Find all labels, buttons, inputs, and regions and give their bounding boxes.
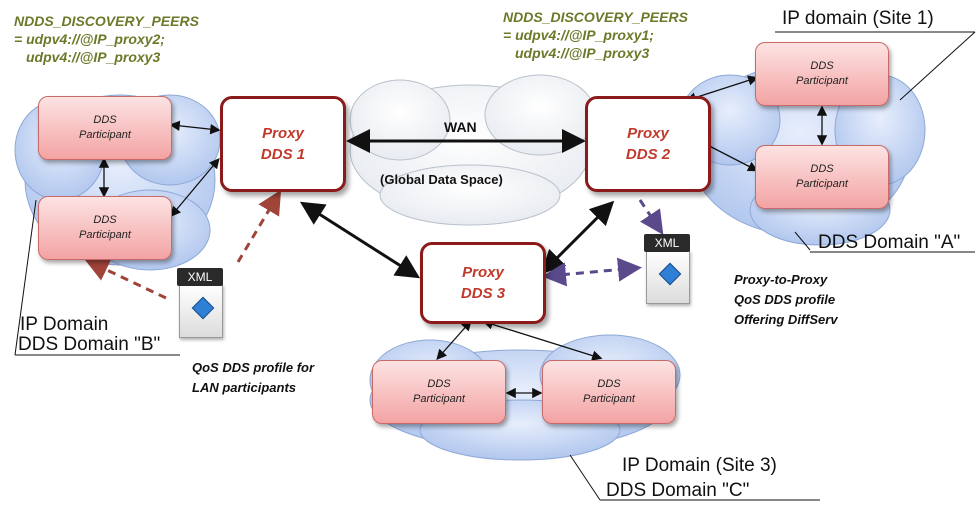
site2-ip-label: IP Domain xyxy=(20,314,109,335)
qos-lan-line1: QoS DDS profile for xyxy=(192,360,315,375)
participant-label: Participant xyxy=(413,393,465,405)
participant-b2: DDS Participant xyxy=(38,196,172,260)
arrow-xml-lan-participant xyxy=(84,258,167,300)
env-left-line2: = udpv4://@IP_proxy2; xyxy=(14,31,165,47)
domain-a-leader xyxy=(794,231,811,251)
qos-proxy-line1: Proxy-to-Proxy xyxy=(734,272,828,287)
participant-label: Participant xyxy=(796,178,848,190)
qos-proxy-note: Proxy-to-Proxy QoS DDS profile Offering … xyxy=(734,270,838,330)
proxy-1-line1: Proxy xyxy=(262,125,304,142)
qos-proxy-line3: Offering DiffServ xyxy=(734,312,838,327)
xml-gem-icon xyxy=(191,296,215,320)
participant-c1: DDS Participant xyxy=(372,360,506,424)
participant-label: Participant xyxy=(796,75,848,87)
site1-ip-label: IP domain (Site 1) xyxy=(782,8,934,29)
xml-doc-shape xyxy=(179,284,223,338)
xml-doc-shape xyxy=(646,250,690,304)
participant-label: DDS xyxy=(93,114,117,126)
participant-label: Participant xyxy=(79,129,131,141)
participant-c2: DDS Participant xyxy=(542,360,676,424)
xml-label: XML xyxy=(177,268,223,286)
participant-a1: DDS Participant xyxy=(755,42,889,106)
participant-label: DDS xyxy=(93,214,117,226)
env-left-line1: NDDS_DISCOVERY_PEERS xyxy=(14,13,199,29)
xml-file-icon-lan: XML xyxy=(175,268,223,338)
qos-lan-line2: LAN participants xyxy=(192,380,297,395)
env-left: NDDS_DISCOVERY_PEERS = udpv4://@IP_proxy… xyxy=(14,12,199,66)
env-right-line2: = udpv4://@IP_proxy1; xyxy=(503,27,654,43)
proxy-2-line2: DDS 2 xyxy=(625,146,671,163)
site3-dds-label: DDS Domain "C" xyxy=(606,480,750,501)
site1-dds-label: DDS Domain "A" xyxy=(818,232,961,253)
participant-label: Participant xyxy=(583,393,635,405)
env-right-line1: NDDS_DISCOVERY_PEERS xyxy=(503,9,688,25)
cloud-wan xyxy=(349,74,596,226)
participant-label: Participant xyxy=(79,229,131,241)
qos-proxy-line2: QoS DDS profile xyxy=(734,292,836,307)
xml-label: XML xyxy=(644,234,690,252)
env-right: NDDS_DISCOVERY_PEERS = udpv4://@IP_proxy… xyxy=(503,8,688,62)
site1-leader-diag xyxy=(899,31,976,101)
domain-c-leader xyxy=(569,454,601,501)
arrow-proxy2-proxy3 xyxy=(540,200,615,275)
proxy-3-line1: Proxy xyxy=(462,264,504,281)
proxy-1-line2: DDS 1 xyxy=(260,146,306,163)
site2-dds-label: DDS Domain "B" xyxy=(18,334,161,355)
participant-label: DDS xyxy=(427,378,451,390)
proxy-2-line1: Proxy xyxy=(627,125,669,142)
participant-label: DDS xyxy=(597,378,621,390)
participant-label: DDS xyxy=(810,60,834,72)
xml-file-icon-proxy: XML xyxy=(642,234,690,304)
proxy-3-line2: DDS 3 xyxy=(460,285,506,302)
participant-a2: DDS Participant xyxy=(755,145,889,209)
arrow-xml-proxy-proxy2 xyxy=(638,199,664,235)
arrow-xml-lan-proxy1 xyxy=(236,189,282,263)
env-left-line3: udpv4://@IP_proxy3 xyxy=(26,49,161,65)
arrow-proxy1-proxy3 xyxy=(299,201,421,279)
qos-lan-note: QoS DDS profile for LAN participants xyxy=(192,358,314,398)
participant-b1: DDS Participant xyxy=(38,96,172,160)
arrow-xml-proxy-proxy3 xyxy=(542,257,642,287)
site3-ip-label: IP Domain (Site 3) xyxy=(622,455,777,476)
wan-sublabel: (Global Data Space) xyxy=(380,172,503,187)
env-right-line3: udpv4://@IP_proxy3 xyxy=(515,45,650,61)
participant-label: DDS xyxy=(810,163,834,175)
domain-b-leader xyxy=(14,199,37,356)
xml-gem-icon xyxy=(658,262,682,286)
wan-label: WAN xyxy=(444,119,477,135)
